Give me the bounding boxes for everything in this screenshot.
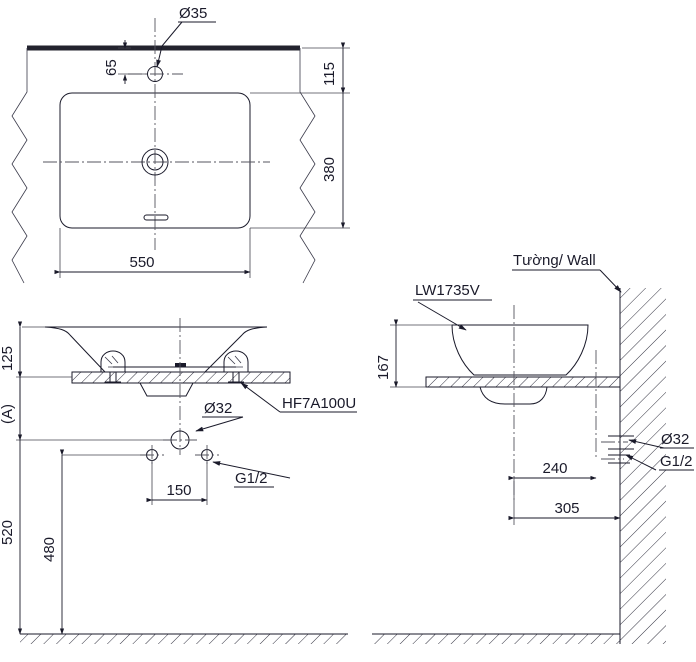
d65-label: 65: [103, 59, 120, 76]
counter-slab-side: [425, 376, 621, 388]
dA-label: (A): [0, 404, 16, 424]
d125-label: 125: [0, 346, 16, 371]
d305-label: 305: [554, 500, 579, 517]
basin-underbowl-side: [479, 386, 548, 405]
floor-hatch-front: [20, 634, 348, 644]
dia32-front-leader: [195, 416, 244, 432]
basin-body-side: [451, 324, 589, 376]
dia35-label: Ø35: [179, 5, 207, 22]
d167-label: 167: [375, 355, 392, 380]
wall-waste-penetration: [601, 435, 634, 450]
plan-right-break-line: [299, 48, 316, 284]
center-fitting-front: [175, 363, 186, 367]
wall-leader: [599, 269, 622, 293]
mounting-bracket-left: [100, 350, 126, 383]
counter-slab-front: [71, 371, 291, 384]
wall-label: Tường/ Wall: [513, 252, 596, 269]
dia35-leader: [156, 21, 183, 68]
d480-label: 480: [41, 537, 58, 562]
plan-view: Ø35 65 115 380 550: [11, 5, 350, 284]
lw1735v-leader: [417, 301, 467, 331]
g12-front-label: G1/2: [235, 470, 268, 487]
hf7a100u-label: HF7A100U: [282, 395, 356, 412]
plan-left-break-line: [11, 48, 28, 284]
overflow-slot: [143, 214, 169, 221]
d550-label: 550: [129, 254, 154, 271]
front-section-view: Ø32 G1/2 HF7A100U 150 125: [0, 318, 357, 644]
mounting-bracket-right: [223, 350, 249, 383]
dia32-side-label: Ø32: [661, 431, 689, 448]
lw1735v-label: LW1735V: [415, 282, 480, 299]
side-section-view: Tường/ Wall LW1735V 167: [372, 252, 694, 644]
g12-side-label: G1/2: [660, 453, 693, 470]
drain-outer-circle: [141, 148, 169, 176]
wall-hatch: [620, 288, 666, 644]
dia32-side-leader: [628, 439, 665, 449]
d240-label: 240: [542, 460, 567, 477]
dia32-front-label: Ø32: [204, 400, 232, 417]
floor-hatch-side: [372, 634, 620, 644]
d150-label: 150: [166, 482, 191, 499]
d520-label: 520: [0, 520, 16, 545]
d115-label: 115: [321, 62, 338, 86]
drain-inner-circle: [146, 153, 164, 171]
g12-side-leader: [625, 454, 657, 471]
g12-front-leader: [212, 461, 291, 479]
hf7a100u-leader: [240, 382, 281, 413]
basin-underbowl-front: [139, 382, 194, 397]
d380-label: 380: [321, 157, 338, 182]
